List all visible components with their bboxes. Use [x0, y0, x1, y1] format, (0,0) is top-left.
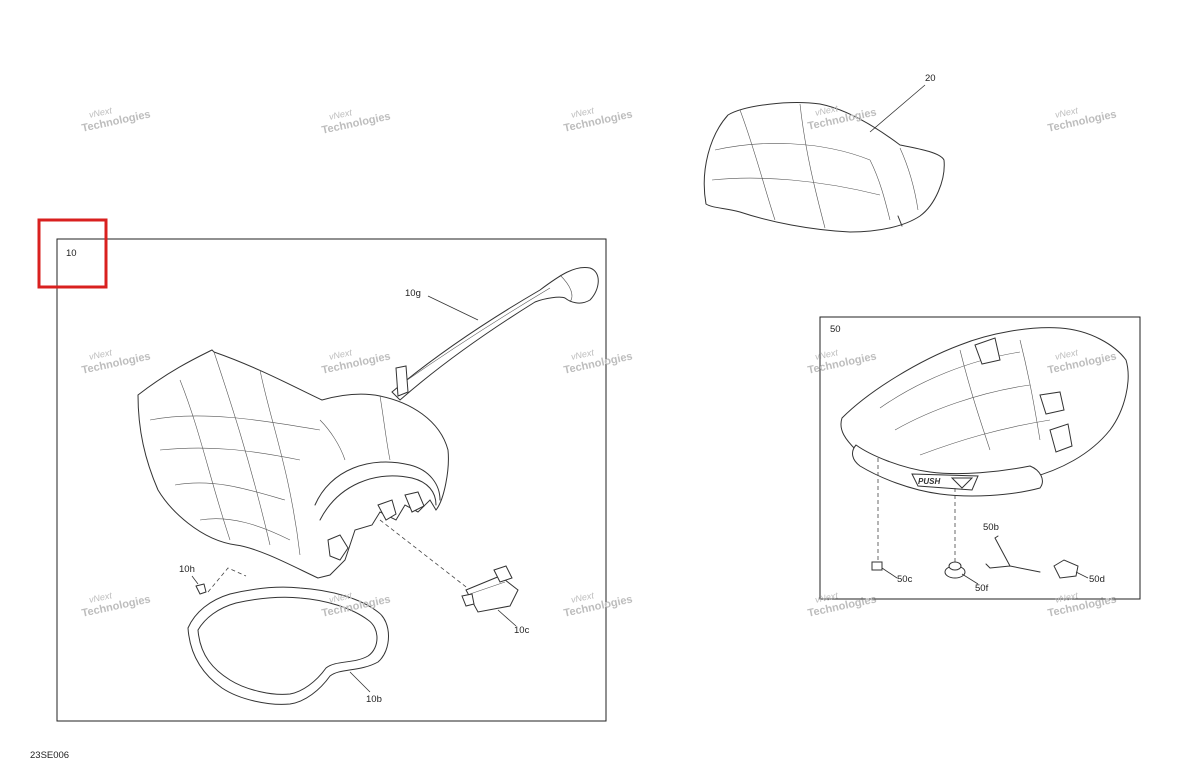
push-text: PUSH: [918, 477, 940, 486]
svg-text:vNext: vNext: [570, 105, 595, 120]
watermark: vNext Technologies: [563, 347, 634, 376]
part-10c-label[interactable]: 10c: [514, 625, 530, 636]
svg-text:vNext: vNext: [328, 590, 353, 605]
part-50d-drawing: [1053, 559, 1079, 579]
diagram-code: 23SE006: [30, 750, 69, 761]
part-50f-drawing: [944, 561, 966, 579]
part-50c-label[interactable]: 50c: [897, 574, 913, 585]
svg-text:vNext: vNext: [814, 590, 839, 605]
watermark: vNext Technologies: [807, 590, 878, 619]
svg-text:vNext: vNext: [814, 103, 839, 118]
part-20-label[interactable]: 20: [925, 73, 936, 84]
svg-text:vNext: vNext: [570, 590, 595, 605]
watermark: vNext Technologies: [563, 590, 634, 619]
seat-10-drawing: [137, 349, 449, 579]
gasket-10b-drawing: [187, 586, 389, 705]
svg-text:vNext: vNext: [88, 590, 113, 605]
watermark: vNext Technologies: [1047, 105, 1118, 134]
highlight-box: [37, 218, 108, 289]
part-10b-label[interactable]: 10b: [366, 694, 382, 705]
assembly-10-number[interactable]: 10: [66, 248, 77, 259]
watermark: vNext Technologies: [321, 107, 392, 136]
svg-text:vNext: vNext: [1054, 590, 1079, 605]
clip-10h-drawing: [195, 583, 207, 595]
part-50f-label[interactable]: 50f: [975, 583, 989, 594]
watermark: vNext Technologies: [563, 105, 634, 134]
watermark: vNext Technologies: [321, 347, 392, 376]
watermark: vNext Technologies: [1047, 590, 1118, 619]
svg-text:vNext: vNext: [88, 105, 113, 120]
svg-text:vNext: vNext: [570, 347, 595, 362]
svg-text:vNext: vNext: [88, 347, 113, 362]
seat-base-50-drawing: [840, 327, 1129, 497]
watermark: vNext Technologies: [81, 105, 152, 134]
seat-cover-20-drawing: [703, 102, 945, 233]
dashed-guide-10c: [379, 519, 471, 591]
bracket-10c-drawing: [461, 565, 519, 613]
assembly-50-number[interactable]: 50: [830, 324, 841, 335]
part-50b-drawing: [985, 535, 1041, 573]
svg-text:vNext: vNext: [328, 347, 353, 362]
part-50b-label[interactable]: 50b: [983, 522, 999, 533]
svg-text:vNext: vNext: [814, 347, 839, 362]
watermark: vNext Technologies: [81, 590, 152, 619]
assembly-10-frame: [56, 238, 607, 722]
svg-text:vNext: vNext: [1054, 347, 1079, 362]
watermark: vNext Technologies: [807, 347, 878, 376]
part-10g-label[interactable]: 10g: [405, 288, 421, 299]
part-50d-label[interactable]: 50d: [1089, 574, 1105, 585]
assembly-50-frame: [819, 316, 1141, 600]
svg-text:vNext: vNext: [1054, 105, 1079, 120]
strap-10g-drawing: [391, 266, 599, 401]
part-10h-label[interactable]: 10h: [179, 564, 195, 575]
part-50c-drawing: [871, 561, 883, 571]
svg-text:vNext: vNext: [328, 107, 353, 122]
watermark: vNext Technologies: [81, 347, 152, 376]
